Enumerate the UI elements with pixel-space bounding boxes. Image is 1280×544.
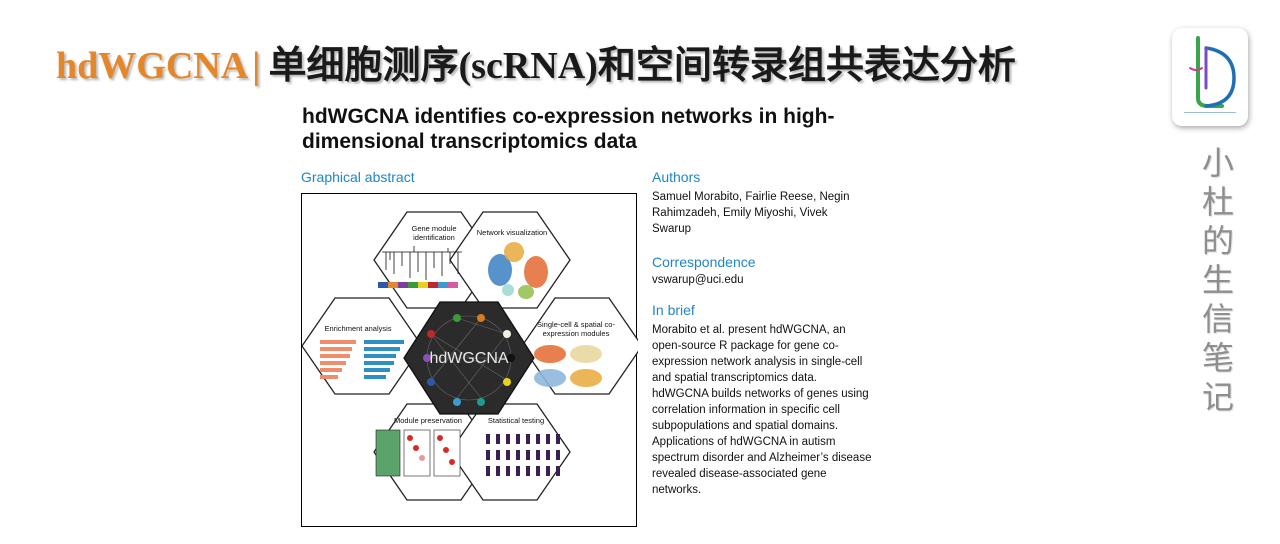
authors-label: Authors: [652, 169, 701, 185]
label-spatial: Single-cell & spatial co-expression modu…: [537, 320, 615, 338]
enrichment-bars: [320, 340, 404, 379]
logo-caption-line: [1184, 112, 1236, 119]
slide-title-zh: 单细胞测序(scRNA)和空间转录组共表达分析: [268, 45, 1016, 87]
hex-enrichment: [302, 297, 423, 395]
spatial-brain-sections: [534, 345, 602, 387]
slide-title: hdWGCNA|单细胞测序(scRNA)和空间转录组共表达分析: [56, 36, 1016, 96]
correspondence-email[interactable]: vswarup@uci.edu: [652, 274, 744, 286]
correspondence-label: Correspondence: [652, 254, 756, 270]
preservation-panels: [375, 429, 461, 477]
paper-title: hdWGCNA identifies co-expression network…: [302, 105, 835, 153]
graphical-abstract-hexagons: hdWGCNA: [302, 211, 638, 501]
center-label: hdWGCNA: [429, 350, 508, 367]
slide-title-separator: |: [252, 45, 261, 87]
authors-text: Samuel Morabito, Fairlie Reese, Negin Ra…: [652, 191, 850, 235]
center-network-nodes: [423, 314, 515, 406]
slide-title-en: hdWGCNA: [56, 45, 249, 87]
label-preservation: Module preservation: [394, 416, 462, 425]
in-brief-text: Morabito et al. present hdWGCNA, an open…: [652, 324, 872, 496]
statistical-grid: [486, 434, 560, 476]
dendrogram-graphic: [382, 246, 462, 280]
logo-box: [1172, 28, 1248, 126]
label-network-vis: Network visualization: [476, 228, 548, 237]
in-brief-label: In brief: [652, 302, 695, 318]
module-color-bar: [378, 282, 458, 288]
umap-graphic: [488, 242, 548, 299]
label-enrichment: Enrichment analysis: [324, 324, 392, 333]
label-statistical: Statistical testing: [487, 416, 545, 425]
graphical-abstract: hdWGCNA Gene module identification Netwo…: [301, 193, 638, 527]
graphical-abstract-label: Graphical abstract: [301, 169, 415, 185]
logo-icon: [1189, 36, 1236, 108]
label-gene-module: Gene module identification: [411, 224, 457, 242]
vertical-watermark-text: 小杜的生信笔记: [1201, 144, 1234, 416]
